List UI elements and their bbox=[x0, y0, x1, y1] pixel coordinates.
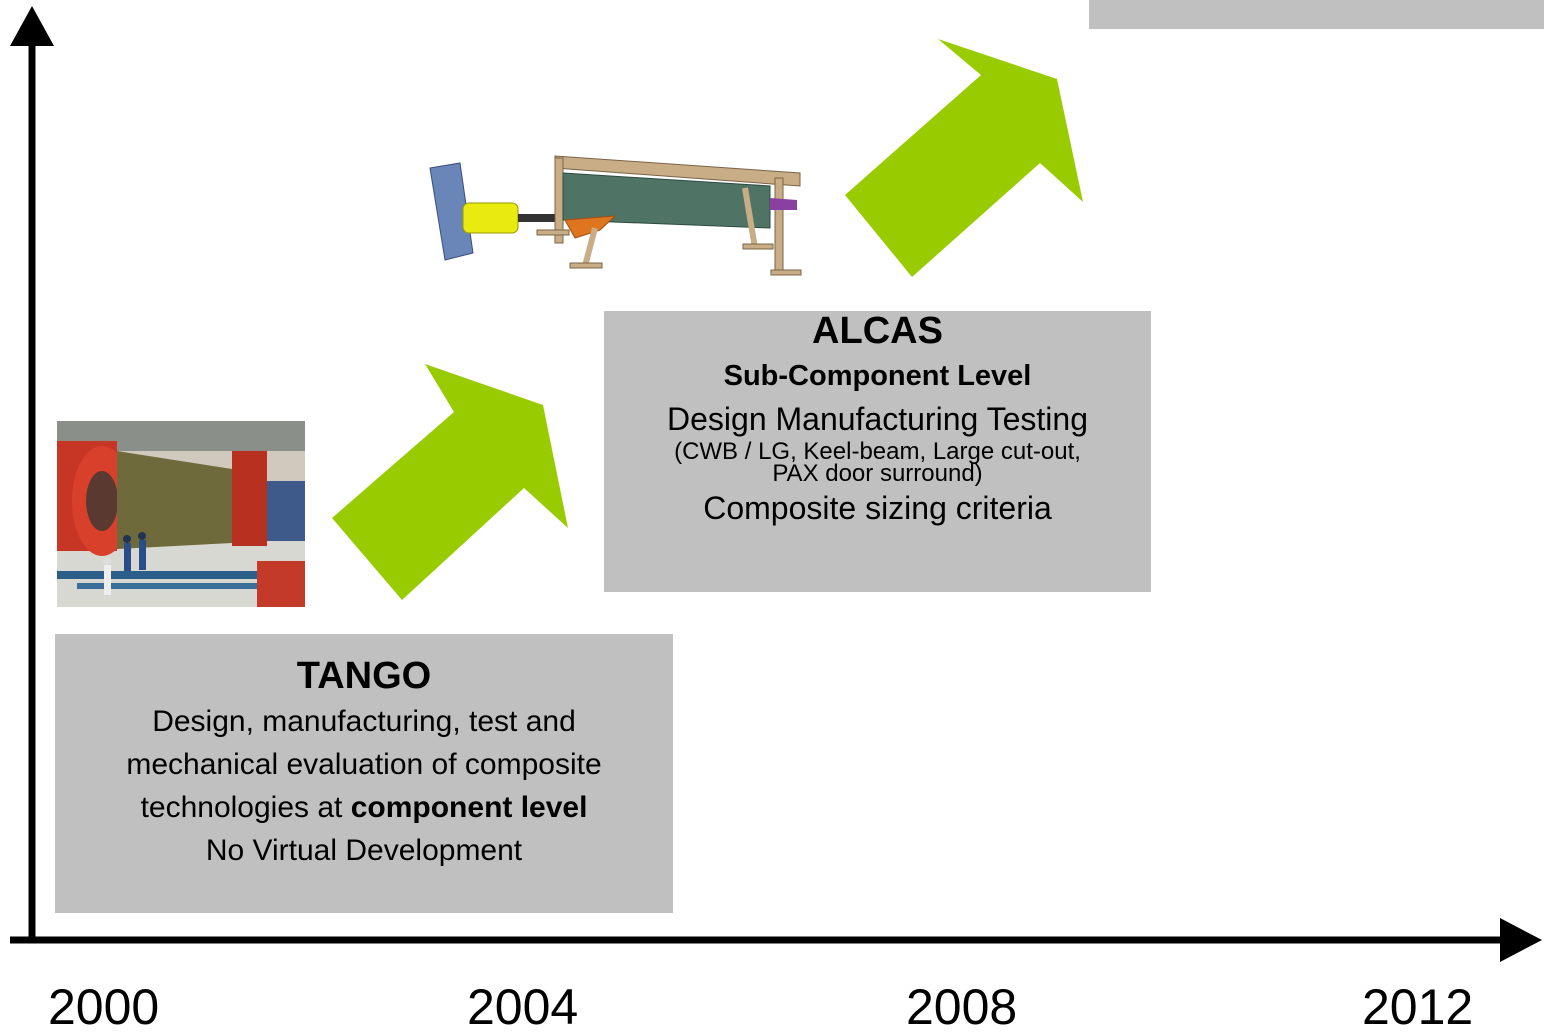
tango-photo bbox=[57, 421, 305, 607]
alcas-subtitle: Sub-Component Level bbox=[723, 360, 1032, 392]
alcas-line-2: (CWB / LG, Keel-beam, Large cut-out, bbox=[674, 438, 1081, 465]
tango-box: TANGO Design, manufacturing, test and me… bbox=[55, 634, 673, 913]
fuselage-barrel-test-rig-photo-icon bbox=[57, 421, 305, 607]
year-label-2000: 2000 bbox=[48, 979, 160, 1035]
sub-component-test-rig-render-icon bbox=[425, 148, 815, 280]
progress-arrow-1 bbox=[332, 364, 568, 600]
alcas-render bbox=[425, 148, 815, 280]
next-phase-box bbox=[1089, 0, 1544, 29]
tango-title: TANGO bbox=[296, 655, 432, 697]
tango-line-1: Design, manufacturing, test and bbox=[152, 705, 576, 738]
year-label-2004: 2004 bbox=[467, 979, 579, 1035]
alcas-title: ALCAS bbox=[812, 310, 943, 352]
tango-line-3-prefix: technologies at bbox=[140, 791, 351, 824]
alcas-box: ALCAS Sub-Component Level Design Manufac… bbox=[604, 311, 1151, 592]
tango-line-3-bold: component level bbox=[350, 791, 588, 824]
year-label-2008: 2008 bbox=[906, 979, 1018, 1035]
tango-line-4: No Virtual Development bbox=[205, 834, 523, 867]
alcas-line-3: PAX door surround) bbox=[772, 460, 983, 487]
vertical-axis-arrowhead bbox=[10, 6, 54, 46]
horizontal-axis-arrowhead bbox=[1500, 918, 1542, 962]
tango-line-2: mechanical evaluation of composite bbox=[126, 748, 602, 781]
year-label-2012: 2012 bbox=[1362, 979, 1474, 1035]
alcas-line-4: Composite sizing criteria bbox=[703, 490, 1052, 526]
progress-arrow-2 bbox=[845, 39, 1083, 277]
tango-line-3: technologies at component level bbox=[55, 786, 673, 829]
alcas-line-1: Design Manufacturing Testing bbox=[667, 401, 1088, 437]
